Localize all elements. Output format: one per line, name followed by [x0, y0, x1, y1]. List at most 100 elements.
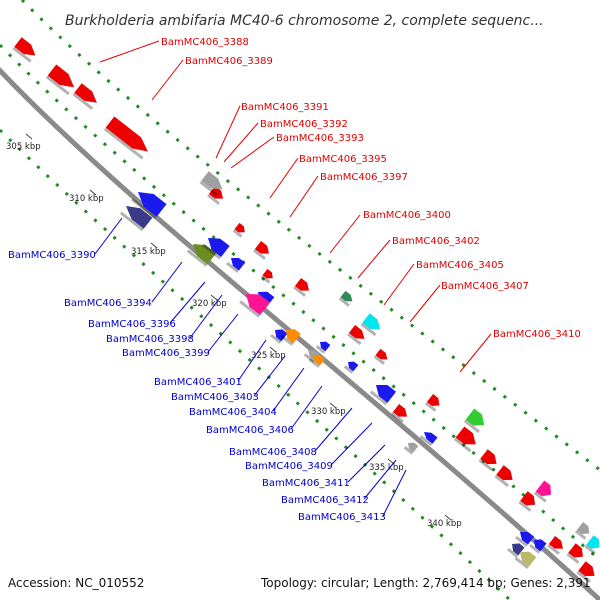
- leader-line: [151, 261, 183, 303]
- gene-label[interactable]: BamMC406_3399: [122, 348, 210, 359]
- gene-arrow[interactable]: [403, 440, 419, 455]
- gene-label[interactable]: BamMC406_3402: [392, 236, 480, 247]
- gene-arrow[interactable]: [293, 278, 312, 297]
- gene-label[interactable]: BamMC406_3388: [161, 37, 249, 48]
- gene-arrow[interactable]: [72, 83, 100, 110]
- gene-arrow[interactable]: [186, 238, 217, 267]
- gene-arrow[interactable]: [584, 535, 600, 555]
- leader-line: [169, 281, 206, 324]
- leader-line: [357, 239, 391, 279]
- kbp-label: 325 kbp: [251, 351, 286, 361]
- gene-arrow[interactable]: [566, 543, 586, 564]
- gene-arrow[interactable]: [201, 232, 230, 260]
- leader-line: [459, 333, 492, 373]
- gene-arrow[interactable]: [343, 359, 359, 374]
- gene-arrow[interactable]: [518, 491, 538, 512]
- gene-arrow[interactable]: [360, 313, 383, 337]
- kbp-label: 320 kbp: [192, 299, 227, 309]
- gene-label[interactable]: BamMC406_3396: [88, 319, 176, 330]
- leader-line: [383, 263, 415, 306]
- gene-label[interactable]: BamMC406_3397: [320, 172, 408, 183]
- gene-label[interactable]: BamMC406_3403: [171, 392, 259, 403]
- gene-label[interactable]: BamMC406_3390: [8, 250, 96, 261]
- ruler-line: [0, 128, 512, 600]
- gene-label[interactable]: BamMC406_3394: [64, 298, 152, 309]
- gene-label[interactable]: BamMC406_3401: [154, 377, 242, 388]
- gene-arrow[interactable]: [507, 540, 525, 558]
- gene-label[interactable]: BamMC406_3400: [363, 210, 451, 221]
- gene-arrow[interactable]: [576, 561, 598, 583]
- gene-arrow[interactable]: [280, 325, 301, 346]
- gene-features: [12, 37, 600, 583]
- gene-arrow[interactable]: [119, 200, 153, 232]
- gene-arrow[interactable]: [369, 379, 397, 406]
- leader-line: [230, 136, 275, 169]
- gene-label[interactable]: BamMC406_3411: [262, 478, 350, 489]
- topology-text: Topology: circular; Length: 2,769,414 bp…: [260, 576, 591, 590]
- gene-label[interactable]: BamMC406_3398: [106, 334, 194, 345]
- leader-line: [409, 284, 441, 323]
- gene-arrow[interactable]: [338, 290, 355, 307]
- gene-arrow[interactable]: [391, 404, 410, 423]
- leader-line: [207, 313, 239, 353]
- gene-arrow[interactable]: [239, 288, 270, 318]
- leader-line: [290, 385, 323, 430]
- gene-arrow[interactable]: [260, 268, 276, 284]
- gene-arrow[interactable]: [463, 408, 489, 433]
- forward-gene-labels: BamMC406_3388 BamMC406_3389 BamMC406_339…: [161, 37, 581, 340]
- gene-arrow[interactable]: [226, 254, 246, 273]
- kbp-label: 330 kbp: [311, 407, 346, 417]
- leader-line: [329, 214, 361, 254]
- gene-label[interactable]: BamMC406_3408: [229, 447, 317, 458]
- kbp-ticks: [25, 133, 452, 521]
- gene-arrow[interactable]: [547, 536, 566, 555]
- kbp-tick: [150, 242, 158, 249]
- gene-arrow[interactable]: [232, 222, 248, 238]
- gene-arrow[interactable]: [514, 547, 537, 569]
- gene-label[interactable]: BamMC406_3407: [441, 281, 529, 292]
- gene-arrow[interactable]: [373, 348, 390, 365]
- gene-label[interactable]: BamMC406_3406: [206, 425, 294, 436]
- gene-arrow[interactable]: [478, 449, 500, 471]
- gene-arrow[interactable]: [270, 326, 288, 344]
- gene-label[interactable]: BamMC406_3393: [276, 133, 364, 144]
- gene-arrow[interactable]: [453, 426, 480, 453]
- gene-arrow[interactable]: [12, 37, 39, 63]
- gene-arrow[interactable]: [347, 325, 368, 346]
- gene-label[interactable]: BamMC406_3391: [241, 102, 329, 113]
- gene-arrow[interactable]: [529, 536, 547, 554]
- leader-line: [382, 469, 407, 517]
- gene-label[interactable]: BamMC406_3409: [245, 461, 333, 472]
- kbp-label: 335 kbp: [369, 463, 404, 473]
- gene-arrow[interactable]: [131, 186, 167, 220]
- gene-arrow[interactable]: [207, 186, 226, 205]
- gene-arrow[interactable]: [575, 522, 592, 540]
- gene-label[interactable]: BamMC406_3405: [416, 260, 504, 271]
- gene-label[interactable]: BamMC406_3404: [189, 407, 277, 418]
- gene-arrow[interactable]: [533, 480, 555, 503]
- leader-line: [94, 217, 123, 255]
- gene-label[interactable]: BamMC406_3389: [185, 56, 273, 67]
- gene-arrow[interactable]: [419, 429, 438, 447]
- ruler-line: [0, 43, 600, 562]
- kbp-labels: 305 kbp 310 kbp 315 kbp 320 kbp 325 kbp …: [6, 142, 462, 529]
- gene-arrow[interactable]: [253, 241, 272, 260]
- gene-arrow[interactable]: [308, 352, 325, 368]
- gene-label[interactable]: BamMC406_3392: [260, 119, 348, 130]
- leader-line: [314, 407, 353, 452]
- kbp-label: 340 kbp: [427, 519, 462, 529]
- gene-arrow[interactable]: [315, 339, 331, 354]
- gene-arrow[interactable]: [45, 64, 79, 96]
- leader-line: [272, 367, 305, 412]
- gene-label[interactable]: BamMC406_3395: [299, 154, 387, 165]
- gene-arrow[interactable]: [425, 394, 442, 412]
- gene-arrow[interactable]: [515, 528, 535, 547]
- gene-arrow[interactable]: [199, 171, 226, 197]
- gene-arrow[interactable]: [103, 116, 152, 160]
- gene-label[interactable]: BamMC406_3410: [493, 329, 581, 340]
- gene-label[interactable]: BamMC406_3412: [281, 495, 369, 506]
- gene-arrow[interactable]: [494, 465, 516, 487]
- gene-label[interactable]: BamMC406_3413: [298, 512, 386, 523]
